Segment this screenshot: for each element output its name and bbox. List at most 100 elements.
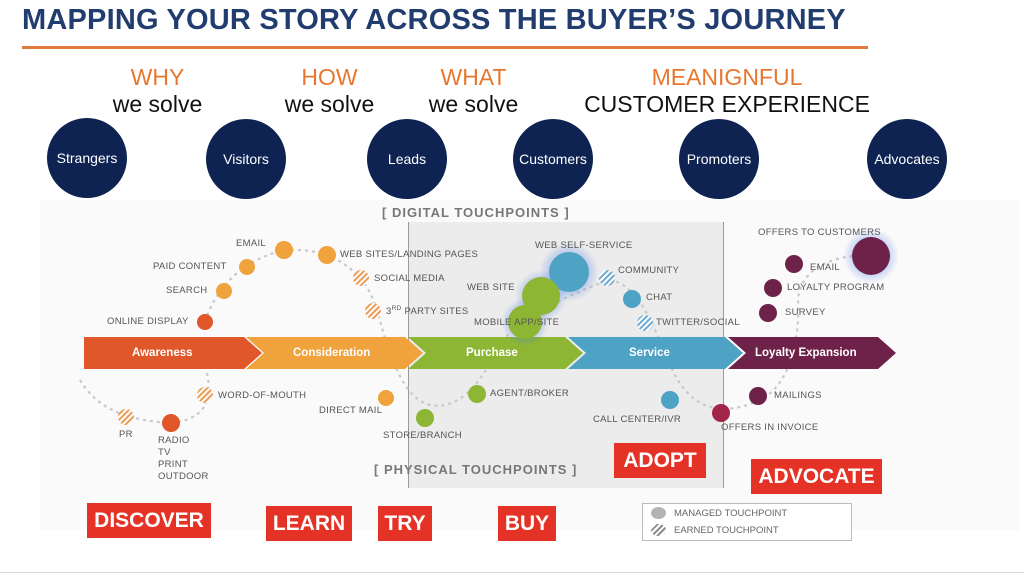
dot-call-center — [661, 391, 679, 409]
label-pr: PR — [119, 429, 133, 440]
audience-visitors: Visitors — [206, 119, 286, 199]
label-radio: RADIO — [158, 435, 190, 446]
lower-journey-path — [79, 364, 210, 425]
audience-strangers: Strangers — [47, 118, 127, 198]
label-mobile-app: MOBILE APP/SITE — [474, 317, 560, 328]
label-print: PRINT — [158, 459, 188, 470]
label-third-party-suffix: PARTY SITES — [401, 306, 469, 318]
label-email: EMAIL — [236, 238, 267, 249]
dot-social-media — [353, 270, 369, 286]
earned-dot-icon — [651, 524, 666, 536]
stage-arrow-purchase — [408, 337, 583, 369]
dot-web-site — [522, 277, 560, 315]
header-why-bottom: we solve — [112, 91, 203, 117]
page-title: MAPPING YOUR STORY ACROSS THE BUYER’S JO… — [22, 4, 846, 36]
stage-arrow-loyalty — [728, 337, 896, 369]
header-how-bottom: we solve — [284, 91, 375, 117]
label-web-sites: WEB SITES/LANDING PAGES — [340, 249, 479, 260]
label-agent-broker: AGENT/BROKER — [490, 388, 570, 399]
header-experience-bottom: CUSTOMER EXPERIENCE — [584, 91, 870, 117]
dot-twitter — [637, 315, 653, 331]
dot-web-sites — [318, 246, 336, 264]
dot-search — [216, 283, 232, 299]
dot-email — [275, 241, 293, 259]
upper-journey-path — [203, 248, 871, 411]
header-why: WHY we solve — [100, 64, 215, 118]
legend-earned-label: EARNED TOUCHPOINT — [674, 524, 779, 536]
header-how-top: HOW — [301, 64, 358, 90]
managed-dot-icon — [651, 507, 666, 519]
stage-arrow-consideration — [246, 337, 423, 369]
dot-survey — [759, 304, 777, 322]
label-store-branch: STORE/BRANCH — [383, 430, 462, 441]
header-what-top: WHAT — [440, 64, 507, 90]
stage-arrow-awareness — [84, 337, 262, 369]
label-paid-content: PAID CONTENT — [153, 261, 227, 272]
dot-mailings — [749, 387, 767, 405]
legend-managed-label: MANAGED TOUCHPOINT — [674, 507, 788, 519]
label-search: SEARCH — [166, 285, 208, 296]
dot-direct-mail — [378, 390, 394, 406]
label-email-loyalty: EMAIL — [810, 262, 841, 273]
header-what: WHAT we solve — [416, 64, 531, 118]
legend: MANAGED TOUCHPOINT EARNED TOUCHPOINT — [642, 503, 852, 541]
dot-radio — [162, 414, 180, 432]
stage-consideration: Consideration — [293, 347, 371, 359]
dot-email-loyalty — [785, 255, 803, 273]
label-online-display: ONLINE DISPLAY — [107, 316, 189, 327]
label-web-self-service: WEB SELF-SERVICE — [535, 240, 633, 251]
digital-touchpoints-label: [ DIGITAL TOUCHPOINTS ] — [382, 205, 570, 220]
phase-adopt: ADOPT — [614, 443, 706, 478]
label-community: COMMUNITY — [618, 265, 680, 276]
phase-learn: LEARN — [266, 506, 352, 541]
physical-touchpoints-label: [ PHYSICAL TOUCHPOINTS ] — [374, 462, 578, 477]
label-third-party-sup: RD — [391, 305, 402, 312]
stage-loyalty-expansion: Loyalty Expansion — [755, 347, 857, 359]
label-survey: SURVEY — [785, 307, 826, 318]
dot-pr — [118, 409, 134, 425]
audience-advocates: Advocates — [867, 119, 947, 199]
label-word-of-mouth: WORD-OF-MOUTH — [218, 390, 307, 401]
legend-earned: EARNED TOUCHPOINT — [651, 524, 779, 536]
header-experience: MEANIGNFUL CUSTOMER EXPERIENCE — [572, 64, 882, 118]
dot-mobile-app — [508, 305, 542, 339]
label-twitter: TWITTER/SOCIAL — [656, 317, 740, 328]
dot-third-party — [365, 303, 381, 319]
label-offers-to-customers: OFFERS TO CUSTOMERS — [758, 227, 881, 238]
audience-promoters: Promoters — [679, 119, 759, 199]
dot-online-display — [197, 314, 213, 330]
dot-community — [599, 270, 615, 286]
phase-discover: DISCOVER — [87, 503, 211, 538]
header-why-top: WHY — [130, 64, 185, 90]
phase-buy: BUY — [498, 506, 556, 541]
stage-arrow-service — [568, 337, 743, 369]
label-web-site: WEB SITE — [467, 282, 515, 293]
dot-loyalty-program — [764, 279, 782, 297]
label-direct-mail: DIRECT MAIL — [319, 405, 383, 416]
bottom-divider — [0, 572, 1024, 573]
label-tv: TV — [158, 447, 171, 458]
label-social-media: SOCIAL MEDIA — [374, 273, 445, 284]
stage-awareness: Awareness — [132, 347, 193, 359]
audience-leads: Leads — [367, 119, 447, 199]
dot-web-self-service — [549, 252, 589, 292]
label-offers-in-invoice: OFFERS IN INVOICE — [721, 422, 819, 433]
dot-agent-broker — [468, 385, 486, 403]
label-chat: CHAT — [646, 292, 673, 303]
phase-advocate: ADVOCATE — [751, 459, 882, 494]
title-underline — [22, 46, 868, 49]
dot-offers-to-customers — [852, 237, 890, 275]
phase-try: TRY — [378, 506, 432, 541]
legend-managed: MANAGED TOUCHPOINT — [651, 507, 787, 519]
dot-word-of-mouth — [197, 387, 213, 403]
audience-customers: Customers — [513, 119, 593, 199]
stage-service: Service — [629, 347, 670, 359]
label-loyalty-program: LOYALTY PROGRAM — [787, 282, 885, 293]
dot-paid-content — [239, 259, 255, 275]
dot-offers-in-invoice — [712, 404, 730, 422]
header-how: HOW we solve — [272, 64, 387, 118]
header-what-bottom: we solve — [428, 91, 519, 117]
label-outdoor: OUTDOOR — [158, 471, 209, 482]
label-third-party: 3RD PARTY SITES — [386, 305, 469, 317]
